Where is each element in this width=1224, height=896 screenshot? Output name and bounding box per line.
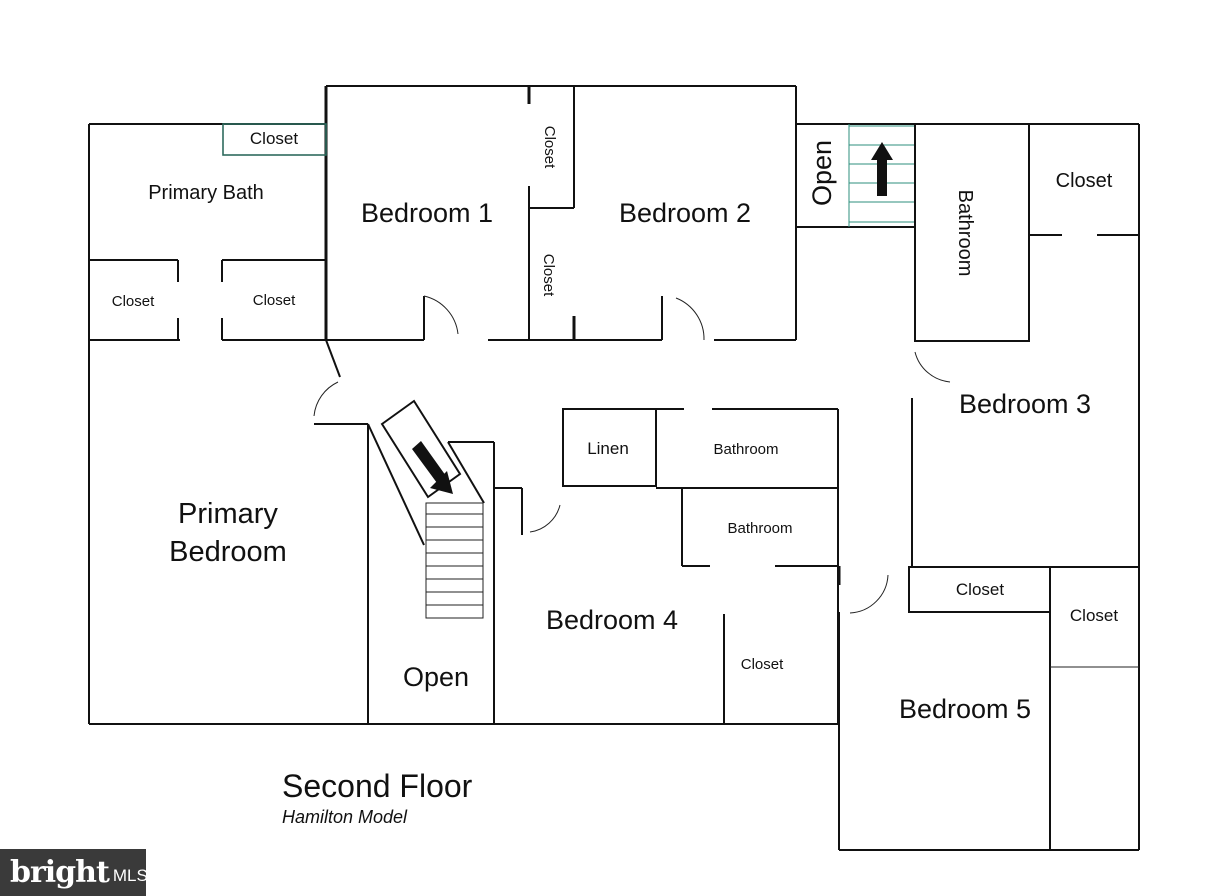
top-stair-walls xyxy=(796,123,916,228)
bedroom-5-walls xyxy=(837,566,1140,851)
primary-bedroom-walls xyxy=(88,339,494,725)
bedroom-2-door-swing xyxy=(675,297,705,341)
primary-bedroom-label-line2: Bedroom xyxy=(169,536,287,568)
bedroom-1-2-walls xyxy=(326,85,797,341)
bedroom-4-door-swing xyxy=(529,504,561,533)
closet-right-label: Closet xyxy=(1056,170,1113,192)
bedroom-4-label: Bedroom 4 xyxy=(546,605,678,635)
primary-bedroom-label-line1: Primary xyxy=(178,498,278,530)
plan-title: Second Floor xyxy=(282,768,473,804)
up-arrow-icon xyxy=(871,142,893,196)
bathroom-a-label: Bathroom xyxy=(713,441,778,458)
primary-bath-label: Primary Bath xyxy=(148,182,264,204)
bedroom-3-door-swing xyxy=(914,351,951,383)
open-top-label: Open xyxy=(807,140,837,206)
closet-left-label: Closet xyxy=(112,293,155,310)
closet-b1-upper-label: Closet xyxy=(541,126,558,169)
bedroom-5-label: Bedroom 5 xyxy=(899,694,1031,724)
bedroom-1-door-swing xyxy=(423,295,459,335)
closet-top-label: Closet xyxy=(250,129,298,148)
bathroom-b-label: Bathroom xyxy=(727,520,792,537)
bedroom-2-label: Bedroom 2 xyxy=(619,198,751,228)
closet-b4-label: Closet xyxy=(741,656,784,673)
bedroom-5-door-swing xyxy=(849,574,889,614)
closet-top-outline xyxy=(222,123,327,156)
closet-b1-lower-label: Closet xyxy=(540,254,557,297)
bedroom-1-label: Bedroom 1 xyxy=(361,198,493,228)
bedroom-4-walls xyxy=(494,408,839,725)
plan-subtitle: Hamilton Model xyxy=(282,807,408,827)
closet-mid-label: Closet xyxy=(253,292,296,309)
bathroom-right-label: Bathroom xyxy=(954,190,976,277)
closet-b5-b-label: Closet xyxy=(1070,606,1118,625)
watermark-brand: bright xyxy=(10,855,110,890)
closet-b5-a-label: Closet xyxy=(956,580,1004,599)
central-stair xyxy=(367,399,495,724)
linen-label: Linen xyxy=(587,439,629,458)
open-bottom-label: Open xyxy=(403,662,469,692)
bright-mls-logo: bright MLS xyxy=(0,849,148,896)
primary-bedroom-door-swing xyxy=(313,381,339,417)
bedroom-3-label: Bedroom 3 xyxy=(959,389,1091,419)
watermark-mls: MLS xyxy=(112,865,148,885)
down-arrow-icon xyxy=(412,441,453,494)
